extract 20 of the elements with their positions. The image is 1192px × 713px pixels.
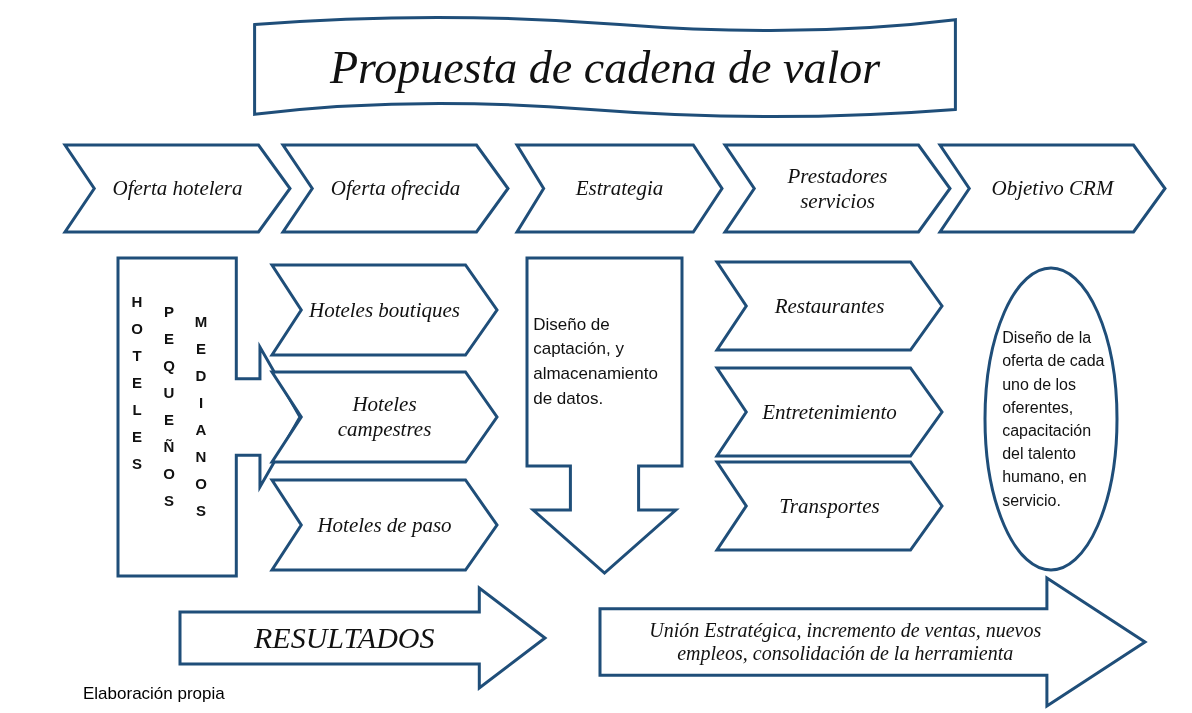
- shape-label: Diseño de la oferta de cada uno de los oferentes, capacitación del talento humano, en servicio.: [1002, 328, 1106, 511]
- shape-label: Transportes: [779, 493, 880, 519]
- shape-label: Estrategia: [575, 176, 664, 201]
- shape-label: Unión Estratégica, incremento de ventas, nuevos empleos, consolidación de la herramienta: [648, 619, 1043, 665]
- shape-label: Diseño de captación, y almacenamiento de datos.: [533, 313, 659, 410]
- shape-label: Restaurantes: [774, 293, 885, 319]
- shape-label: Hoteles de paso: [317, 512, 452, 538]
- shape-label: Entretenimiento: [762, 399, 897, 425]
- vertical-label: PEQUEÑOS: [162, 302, 176, 511]
- shape-label: Hoteles boutiques: [308, 297, 461, 323]
- shape-label: Objetivo CRM: [991, 176, 1114, 201]
- vertical-label: HOTELES: [130, 292, 144, 474]
- shape-label: Prestadores servicios: [786, 163, 889, 214]
- shape-label: Oferta ofrecida: [330, 176, 461, 201]
- shape-label: Oferta hotelera: [112, 176, 243, 201]
- caption: Elaboración propia: [83, 684, 225, 704]
- shape-label: Hoteles campestres: [336, 392, 433, 442]
- vertical-label: MEDIANOS: [194, 312, 208, 521]
- shape-label: RESULTADOS: [254, 621, 435, 655]
- title-text: Propuesta de cadena de valor: [329, 40, 881, 94]
